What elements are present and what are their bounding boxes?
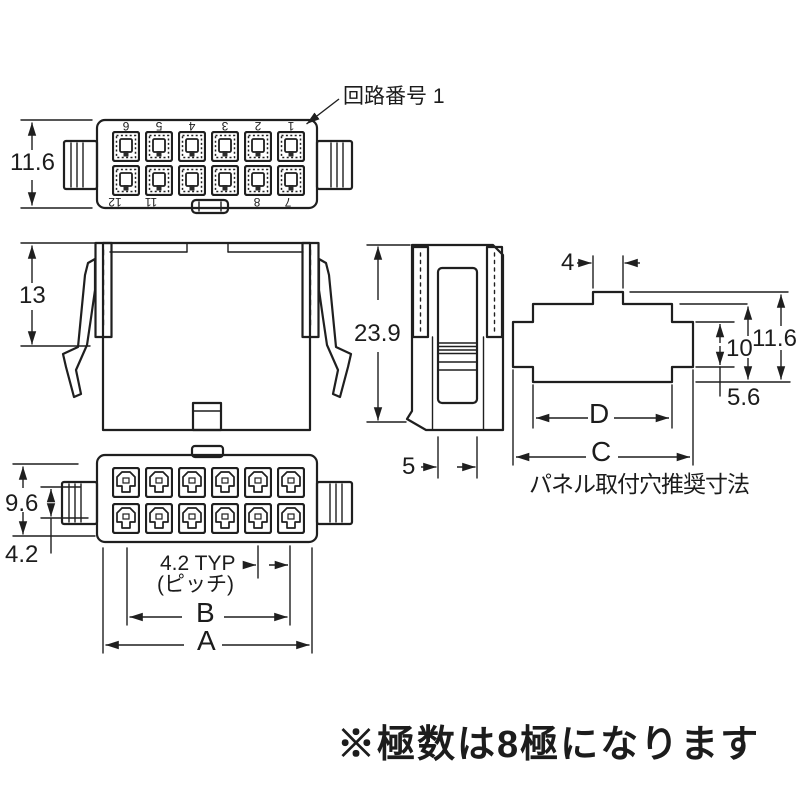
dim-side-height bbox=[366, 244, 411, 423]
circuit-number: 5 bbox=[155, 119, 163, 133]
circuit-number: 2 bbox=[254, 119, 262, 133]
circuit-number: 8 bbox=[253, 195, 261, 209]
left-latch-wing bbox=[61, 257, 97, 399]
dim-label-panel-outer-width: C bbox=[591, 436, 612, 467]
dim-label-latch-width: 5 bbox=[402, 453, 416, 480]
dim-front-height bbox=[20, 119, 93, 209]
latch-top-view bbox=[20, 241, 353, 432]
circuit-number: 11 bbox=[144, 195, 158, 209]
dim-label-side-height: 23.9 bbox=[354, 320, 401, 347]
dim-label-width-overall: A bbox=[197, 625, 216, 656]
side-view bbox=[366, 243, 505, 479]
circuit-number: 12 bbox=[108, 195, 122, 209]
dim-pitch bbox=[242, 545, 291, 626]
dim-label-panel-tab-width: 4 bbox=[561, 249, 575, 276]
right-latch-wing bbox=[317, 257, 353, 399]
dim-label-wing-span: 13 bbox=[19, 282, 46, 309]
panel-cutout-view bbox=[511, 255, 791, 466]
dim-label-mating-height: 9.6 bbox=[5, 490, 39, 517]
mating-view bbox=[12, 444, 354, 654]
dim-label-panel-total-height: 11.6 bbox=[752, 325, 797, 352]
dim-label-panel-hole-height: 10 bbox=[726, 335, 753, 362]
dim-label-pitch: 4.2 TYP bbox=[160, 552, 236, 575]
circuit-callout-leader bbox=[306, 98, 340, 125]
circuit-number-callout: 回路番号 1 bbox=[343, 85, 445, 108]
dim-label-panel-inner-width: D bbox=[589, 398, 610, 429]
rear-view bbox=[20, 98, 354, 215]
rear-cavities bbox=[113, 132, 304, 195]
dim-label-pitch-note: (ピッチ) bbox=[157, 573, 234, 596]
dim-label-panel-step-height: 5.6 bbox=[727, 384, 761, 411]
circuit-number: 6 bbox=[122, 119, 130, 133]
dim-panel-inner-width bbox=[532, 384, 673, 429]
dim-row-offset bbox=[40, 486, 89, 554]
dim-label-front-height: 11.6 bbox=[10, 149, 55, 176]
circuit-number: 3 bbox=[221, 119, 229, 133]
dim-latch-width bbox=[421, 436, 478, 479]
dim-label-row-offset: 4.2 bbox=[5, 541, 39, 568]
dim-label-width-inner: B bbox=[196, 597, 215, 628]
circuit-number: 1 bbox=[287, 119, 295, 133]
dim-wing-span bbox=[20, 242, 102, 347]
dim-mating-height bbox=[12, 463, 96, 537]
mating-cavities bbox=[113, 468, 304, 533]
panel-caption: パネル取付穴推奨寸法 bbox=[529, 471, 750, 497]
circuit-number: 7 bbox=[284, 195, 292, 209]
dim-panel-outer-width bbox=[512, 369, 694, 466]
pole-count-note: ※極数は8極になります bbox=[337, 724, 761, 766]
circuit-number: 4 bbox=[188, 119, 196, 133]
dim-width-overall bbox=[102, 547, 313, 654]
dim-width-inner bbox=[126, 547, 288, 626]
